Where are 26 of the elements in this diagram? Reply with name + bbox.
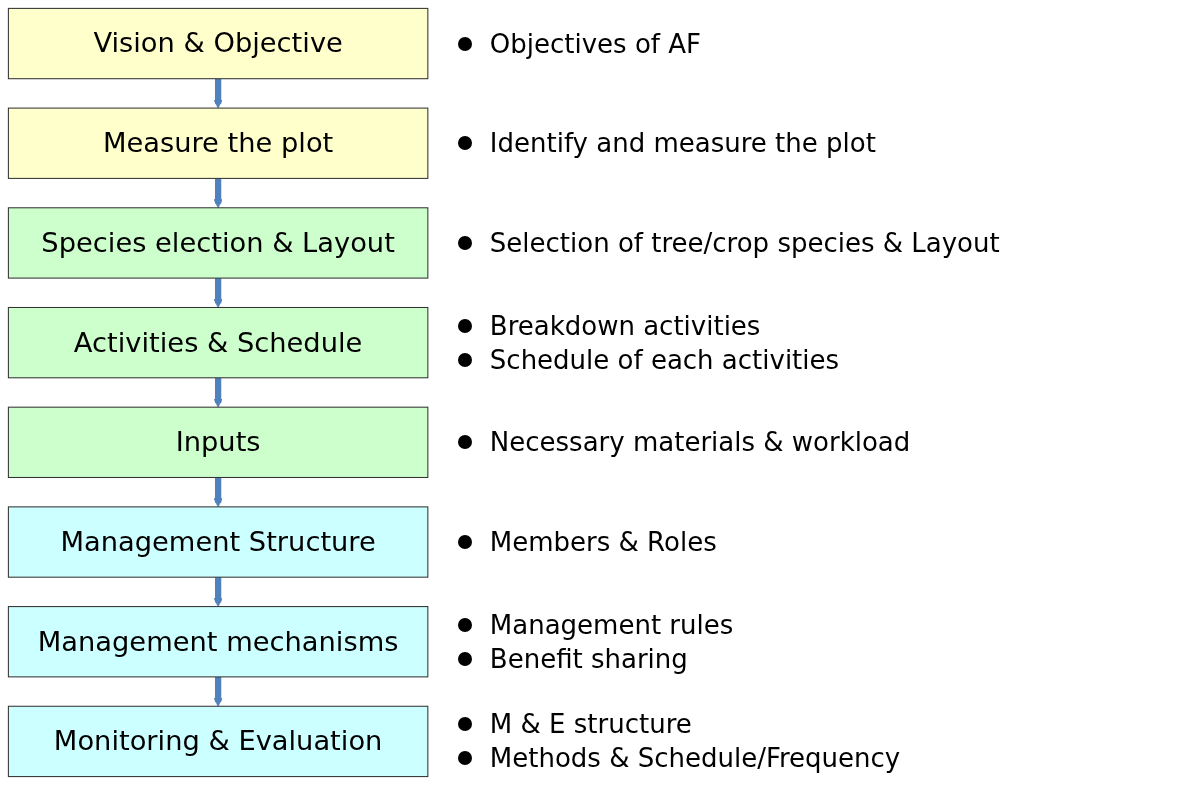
node-box: Management mechanisms	[7, 606, 429, 678]
node-box: Species election & Layout	[7, 207, 429, 279]
node-box: Activities & Schedule	[7, 306, 429, 379]
arrow	[213, 676, 223, 707]
note-text: Members & Roles	[489, 527, 717, 557]
note-text: Breakdown activities	[489, 310, 761, 341]
note-text: Benefit sharing	[489, 643, 688, 674]
note-text: Methods & Schedule/Frequency	[489, 743, 901, 774]
arrow	[213, 377, 223, 408]
note-text: Selection of tree/crop species & Layout	[489, 227, 1000, 258]
note-text: Identify and measure the plot	[489, 128, 876, 159]
note-text: Management rules	[489, 609, 734, 640]
node-box: Inputs	[7, 406, 429, 478]
note-text: Objectives of AF	[489, 28, 701, 59]
note-text: M & E structure	[489, 709, 692, 740]
arrow	[213, 576, 223, 607]
arrow	[213, 177, 223, 209]
arrow	[213, 78, 223, 109]
arrow	[213, 476, 223, 508]
node-box: Monitoring & Evaluation	[7, 705, 429, 778]
arrow	[213, 277, 223, 308]
node-box: Vision & Objective	[7, 7, 429, 80]
note-text: Necessary materials & workload	[489, 427, 911, 458]
node-box: Management Structure	[7, 506, 429, 578]
node-box: Measure the plot	[7, 107, 429, 179]
note-text: Schedule of each activities	[489, 344, 840, 375]
